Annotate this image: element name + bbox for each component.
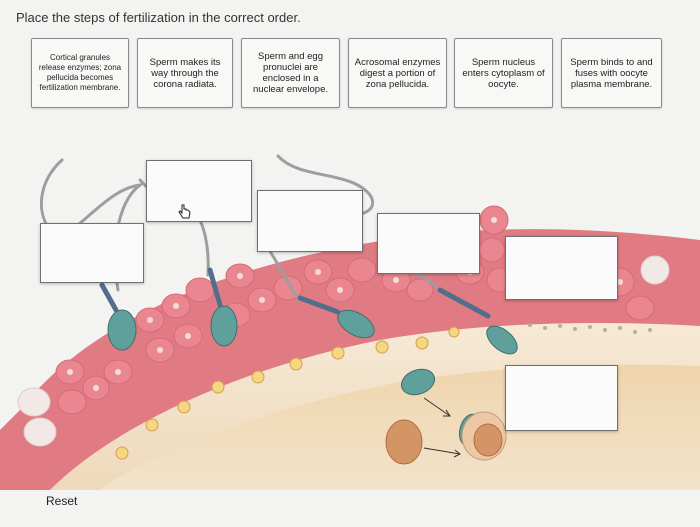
pronuclei	[385, 411, 507, 465]
hand-cursor-icon	[178, 204, 191, 219]
zona-pellucida	[50, 322, 700, 490]
card-pronuclei-envelope[interactable]: Sperm and egg pronuclei are enclosed in …	[241, 38, 340, 108]
drop-target-3[interactable]	[257, 190, 363, 252]
drop-target-6[interactable]	[505, 365, 618, 431]
drop-target-1[interactable]	[40, 223, 144, 283]
sperm-midpieces	[99, 267, 491, 319]
reset-button[interactable]: Reset	[42, 492, 81, 510]
card-sperm-binds-fuses[interactable]: Sperm binds to and fuses with oocyte pla…	[561, 38, 662, 108]
drop-target-4[interactable]	[377, 213, 480, 274]
drop-target-5[interactable]	[505, 236, 618, 300]
arrows	[423, 397, 461, 458]
fertilization-membrane	[528, 323, 652, 334]
instructions: Place the steps of fertilization in the …	[16, 10, 301, 25]
card-acrosomal-enzymes[interactable]: Acrosomal enzymes digest a portion of zo…	[348, 38, 447, 108]
follicle-cells-left	[17, 255, 670, 447]
drop-target-2[interactable]	[146, 160, 252, 222]
card-corona-radiata[interactable]: Sperm makes its way through the corona r…	[137, 38, 233, 108]
cortical-granules	[115, 326, 460, 460]
card-cortical-granules[interactable]: Cortical granules release enzymes; zona …	[31, 38, 129, 108]
card-sperm-nucleus-enters[interactable]: Sperm nucleus enters cytoplasm of oocyte…	[454, 38, 553, 108]
